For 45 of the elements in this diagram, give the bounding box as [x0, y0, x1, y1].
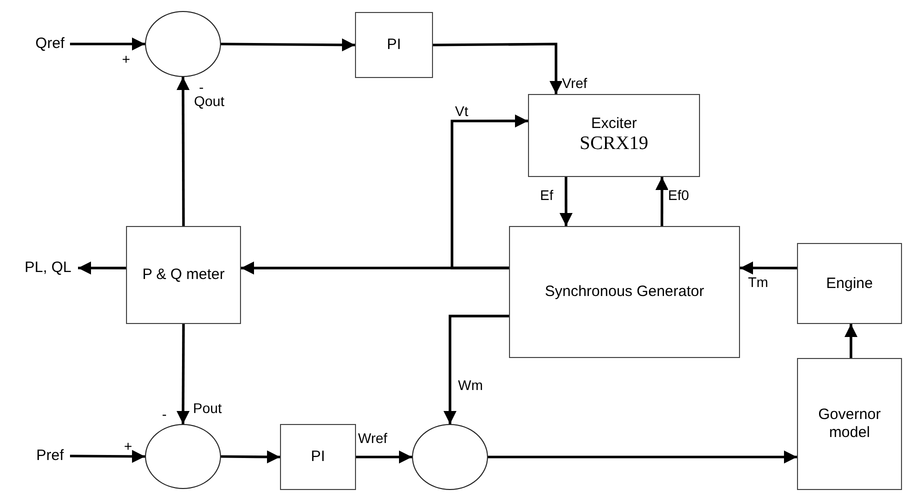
- block-box: [797, 358, 902, 490]
- edge-label: Vref: [562, 76, 588, 92]
- edge-label: Qout: [194, 94, 224, 110]
- arrow: [176, 77, 190, 226]
- arrow: [220, 450, 280, 464]
- arrow: [740, 262, 797, 274]
- block-label: Governor model: [817, 406, 882, 442]
- block-box: [280, 424, 356, 490]
- block-box: [355, 12, 433, 78]
- edge-label: Pout: [193, 401, 222, 416]
- signal-label: Pref: [36, 447, 64, 465]
- block-label: Synchronous Generator: [544, 283, 704, 301]
- arrow: [655, 177, 668, 226]
- block-label: Exciter: [591, 115, 637, 134]
- sign-label: -: [199, 80, 204, 94]
- edge-label: Vt: [455, 104, 468, 120]
- arrow: [444, 314, 509, 424]
- arrow: [844, 324, 858, 358]
- sign-label: -: [162, 407, 167, 421]
- block-subtitle: SCRX19: [580, 133, 648, 156]
- sign-label: +: [122, 52, 130, 66]
- arrow: [450, 114, 528, 270]
- block-label: P & Q meter: [142, 266, 225, 284]
- arrow: [488, 450, 797, 464]
- arrow: [70, 38, 145, 50]
- block-label: Engine: [826, 274, 873, 292]
- block-label: PI: [310, 448, 326, 466]
- arrow: [70, 450, 145, 463]
- arrow: [176, 324, 190, 424]
- arrow: [560, 177, 573, 226]
- sign-label: +: [124, 439, 132, 453]
- edge-label: Ef0: [668, 188, 690, 204]
- arrow: [356, 450, 412, 464]
- block-label: PI: [386, 36, 402, 54]
- block-box: [126, 226, 241, 324]
- edge-label: Wref: [358, 431, 388, 446]
- block-box: [528, 94, 700, 177]
- block-box: [509, 226, 740, 358]
- signal-label: Qref: [35, 35, 65, 53]
- arrow: [432, 42, 563, 94]
- arrow: [241, 262, 509, 275]
- arrow: [78, 262, 126, 274]
- signal-label: PL, QL: [24, 259, 72, 277]
- block-box: [797, 243, 902, 324]
- arrow: [221, 38, 355, 52]
